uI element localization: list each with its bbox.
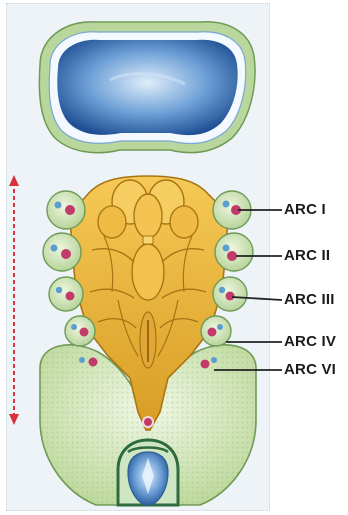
label-arc6: ARC VI (284, 361, 336, 378)
midline-node (143, 417, 153, 427)
head-structure (39, 22, 255, 153)
length-arrow (9, 175, 19, 425)
bottom-structure (118, 440, 178, 505)
label-arc4: ARC IV (284, 333, 336, 350)
label-arc3: ARC III (284, 291, 335, 308)
label-arc1: ARC I (284, 201, 326, 218)
label-arc2: ARC II (284, 247, 330, 264)
